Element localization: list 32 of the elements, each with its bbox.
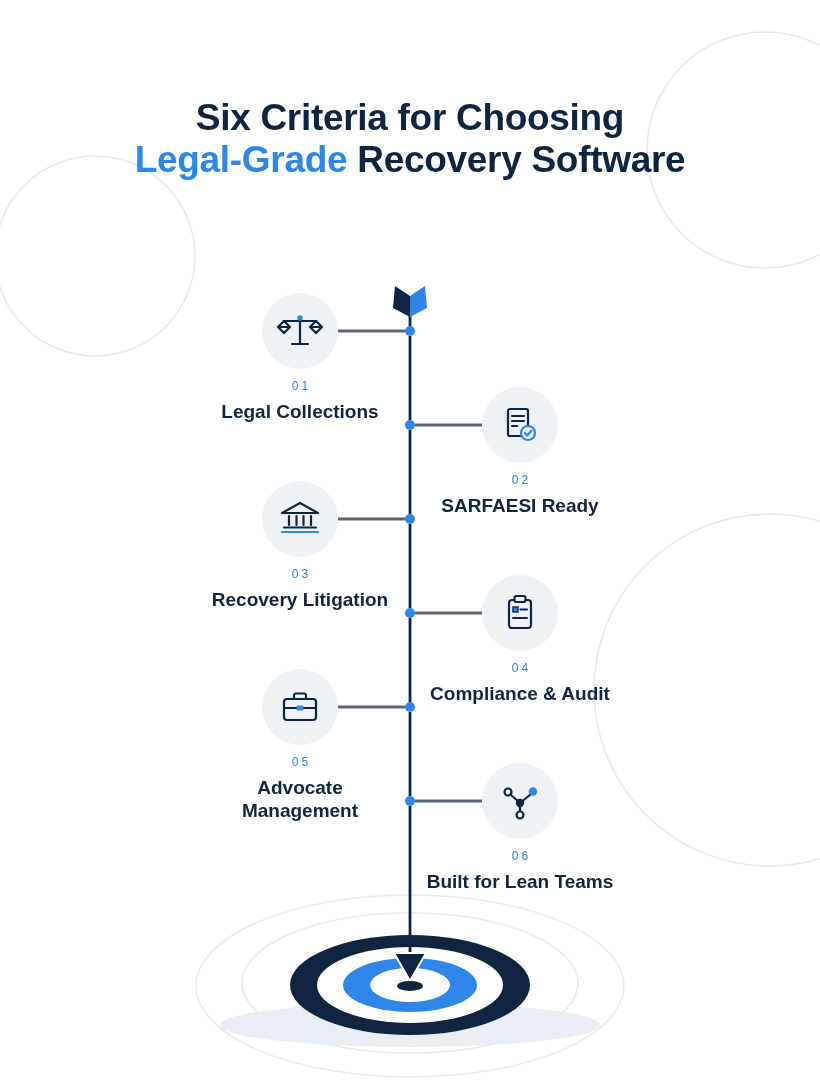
connector-line: [415, 611, 482, 615]
junction-dot: [405, 608, 415, 618]
arrow: [393, 806, 427, 982]
step-number: 05: [291, 755, 312, 769]
step-number: 03: [291, 567, 312, 581]
connector-line: [338, 517, 405, 521]
criterion-label: SARFAESI Ready: [441, 495, 599, 516]
step-number: 02: [511, 473, 532, 487]
connector-line: [338, 329, 405, 333]
connector-line: [415, 799, 482, 803]
junction-dot: [405, 796, 415, 806]
step-number: 01: [291, 379, 312, 393]
criterion-label: Advocate Management: [241, 777, 359, 821]
criterion-label: Recovery Litigation: [211, 589, 389, 610]
connector-line: [408, 712, 412, 796]
step-number: 06: [511, 849, 532, 863]
junction-dot: [405, 514, 415, 524]
connector-line: [415, 423, 482, 427]
bullseye: [397, 981, 423, 991]
title: Six Criteria for Choosing Legal-Grade Recovery Software: [133, 97, 687, 181]
criterion-label: Compliance & Audit: [430, 683, 610, 704]
connector-line: [408, 336, 412, 420]
connector-line: [408, 524, 412, 608]
connector-line: [408, 430, 412, 514]
junction-dot: [405, 420, 415, 430]
criterion-label: Legal Collections: [221, 401, 379, 422]
step-number: 04: [511, 661, 532, 675]
connector-line: [338, 705, 405, 709]
connector-line: [408, 618, 412, 702]
junction-dot: [405, 326, 415, 336]
criterion-label: Built for Lean Teams: [426, 871, 614, 892]
junction-dot: [405, 702, 415, 712]
